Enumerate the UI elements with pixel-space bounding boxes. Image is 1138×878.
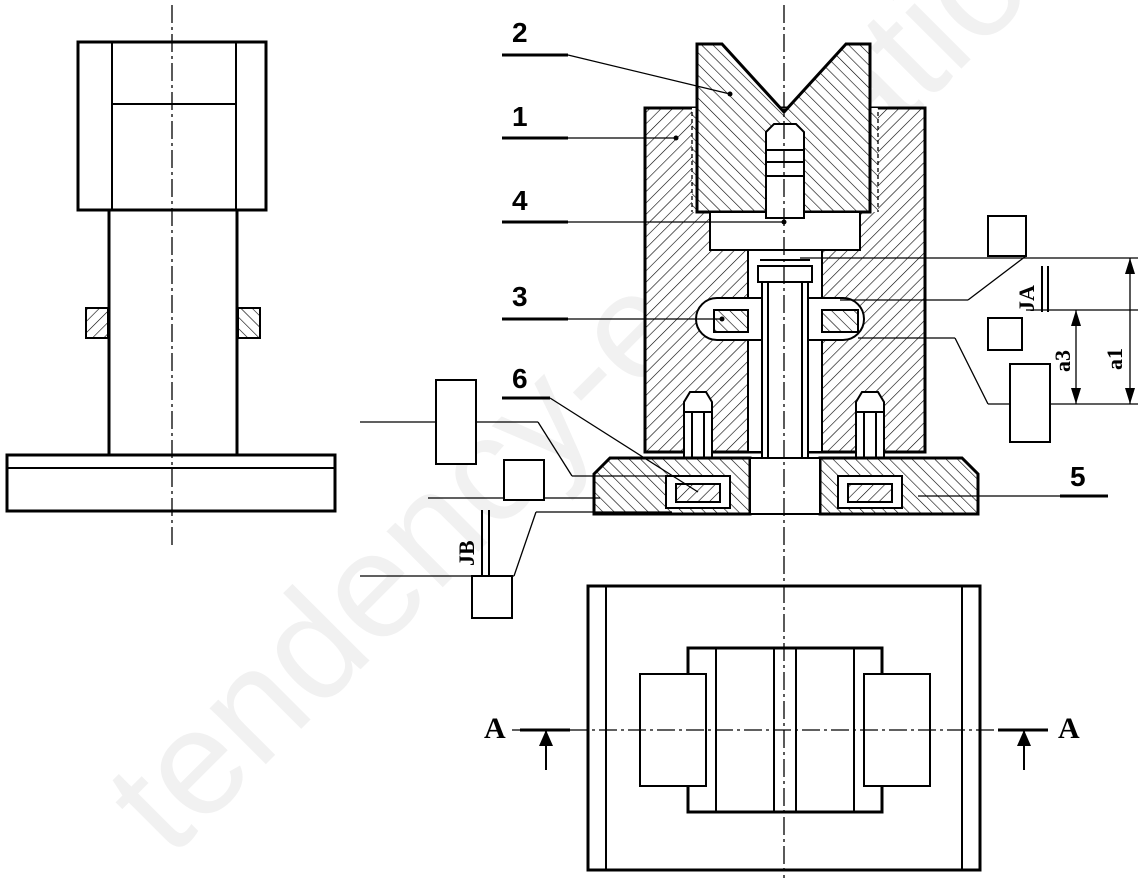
callout-1: 1 — [512, 101, 528, 132]
bolt-left — [683, 391, 713, 477]
dimension-chain-a — [800, 215, 1138, 443]
callout-3: 3 — [512, 281, 528, 312]
section-label-left: A — [484, 712, 506, 745]
section-label-right: A — [1058, 712, 1080, 745]
dim-jb: JB — [454, 540, 479, 566]
dim-a3: a3 — [1050, 350, 1075, 372]
callout-2: 2 — [512, 17, 528, 48]
dimension-chain-b — [360, 379, 672, 619]
section-view — [592, 5, 980, 878]
side-view — [5, 5, 337, 548]
dim-ja: JA — [1014, 285, 1039, 312]
callout-5: 5 — [1070, 461, 1086, 492]
plan-view — [512, 584, 1048, 872]
callout-6: 6 — [512, 363, 528, 394]
callout-4: 4 — [512, 185, 528, 216]
callout-leaders — [502, 53, 1108, 498]
dim-a1: a1 — [1102, 348, 1127, 370]
